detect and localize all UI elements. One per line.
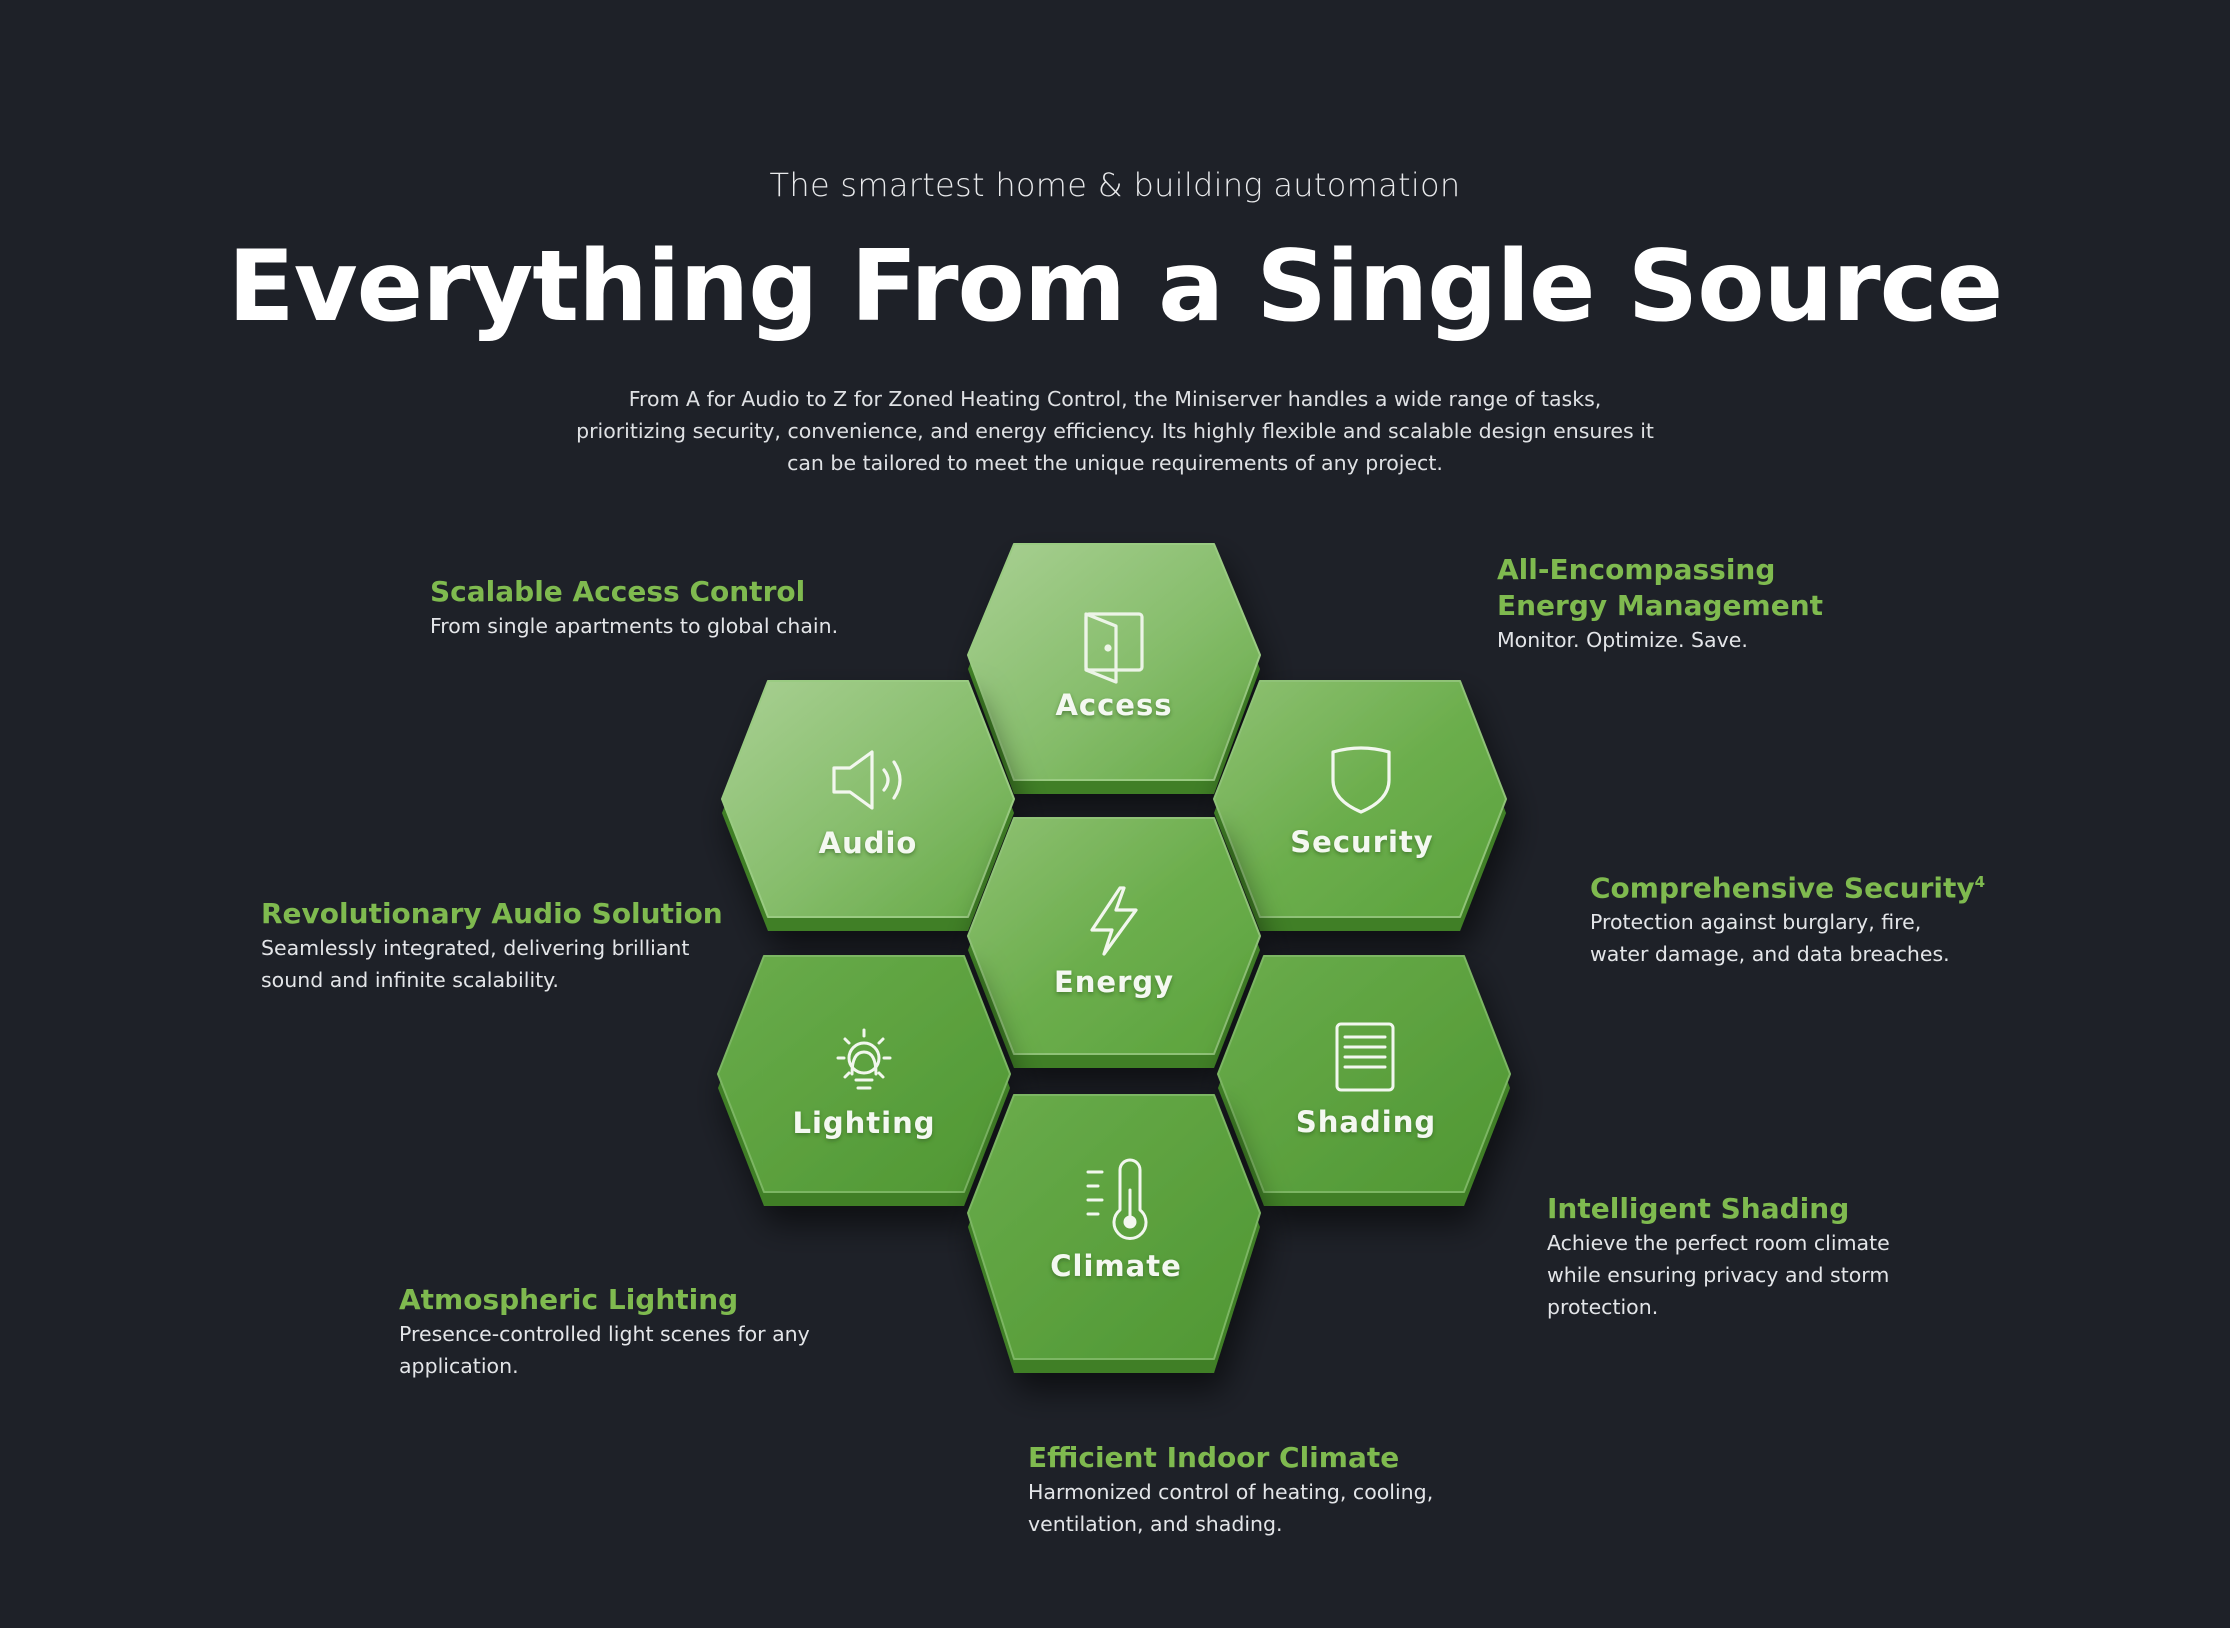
lightning-icon [1090, 886, 1138, 956]
feature-line: From single apartments to global chain. [430, 614, 839, 638]
intro-line: From A for Audio to Z for Zoned Heating … [628, 387, 1602, 411]
hex-tile-audio[interactable] [721, 680, 1015, 931]
feature-title: Efficient Indoor Climate [1028, 1441, 1400, 1474]
feature-line: protection. [1547, 1295, 1659, 1319]
hex-tile-security[interactable] [1213, 680, 1507, 931]
feature-title-line: Energy Management [1497, 589, 1824, 622]
hex-tile-access[interactable] [967, 543, 1261, 794]
feature-title: Comprehensive Security4 [1590, 864, 1985, 906]
feature-shading: Intelligent Shading Achieve the perfect … [1547, 1191, 1890, 1323]
hex-label-security: Security [1290, 825, 1433, 859]
feature-audio: Revolutionary Audio Solution Seamlessly … [261, 896, 723, 996]
feature-title-text: Comprehensive Security [1590, 871, 1975, 905]
hex-tile-energy[interactable] [967, 817, 1261, 1068]
hex-label-climate: Climate [1050, 1249, 1181, 1283]
page-title: Everything From a Single Source [227, 230, 2003, 344]
feature-line: Seamlessly integrated, delivering brilli… [261, 936, 690, 960]
hex-label-shading: Shading [1296, 1105, 1436, 1139]
shield-icon [1331, 746, 1391, 814]
page-subtitle: The smartest home & building automation [769, 166, 1461, 204]
hex-label-audio: Audio [819, 826, 918, 860]
intro-text: From A for Audio to Z for Zoned Heating … [515, 383, 1715, 479]
feature-description: Presence-controlled light scenes for any… [399, 1318, 810, 1382]
hex-label-energy: Energy [1054, 965, 1174, 999]
intro-line: prioritizing security, convenience, and … [576, 419, 1654, 443]
feature-title-line: All-Encompassing [1497, 553, 1776, 586]
footnote-marker: 4 [1974, 873, 1986, 891]
intro-line: can be tailored to meet the unique requi… [787, 451, 1443, 475]
hex-tile-climate[interactable] [967, 1094, 1261, 1373]
feature-line: sound and infinite scalability. [261, 968, 559, 992]
feature-line: Achieve the perfect room climate [1547, 1231, 1890, 1255]
speaker-icon [832, 750, 902, 810]
feature-line: Protection against burglary, fire, [1590, 910, 1922, 935]
hex-label-lighting: Lighting [792, 1106, 935, 1140]
feature-security: Comprehensive Security4 Protection again… [1590, 864, 1985, 970]
feature-access: Scalable Access Control From single apar… [430, 574, 838, 642]
feature-title: Intelligent Shading [1547, 1192, 1850, 1225]
blind-icon [1335, 1022, 1395, 1092]
feature-description: Protection against burglary, fire, water… [1590, 906, 1985, 970]
door-icon [1084, 612, 1144, 684]
feature-line: Harmonized control of heating, cooling, [1028, 1480, 1434, 1504]
feature-description: From single apartments to global chain. [430, 610, 838, 642]
feature-lighting: Atmospheric Lighting Presence-controlled… [399, 1282, 810, 1382]
feature-climate: Efficient Indoor Climate Harmonized cont… [1028, 1440, 1433, 1540]
lightbulb-icon [836, 1028, 892, 1090]
feature-line: while ensuring privacy and storm [1547, 1263, 1890, 1287]
feature-line: ventilation, and shading. [1028, 1512, 1283, 1536]
hex-tile-shading[interactable] [1217, 955, 1511, 1206]
feature-title: Atmospheric Lighting [399, 1283, 739, 1316]
feature-description: Achieve the perfect room climate while e… [1547, 1227, 1890, 1323]
hex-label-access: Access [1055, 688, 1172, 722]
thermometer-icon [1086, 1158, 1148, 1240]
feature-line: water damage, and data breaches. [1590, 942, 1950, 967]
feature-line: Presence-controlled light scenes for any [399, 1322, 810, 1346]
feature-title: Scalable Access Control [430, 575, 806, 608]
feature-line: application. [399, 1354, 519, 1378]
feature-title: All-Encompassing Energy Management [1497, 552, 1823, 624]
feature-energy: All-Encompassing Energy Management Monit… [1497, 552, 1823, 656]
feature-description: Monitor. Optimize. Save. [1497, 624, 1823, 656]
feature-description: Harmonized control of heating, cooling, … [1028, 1476, 1433, 1540]
feature-line: Monitor. Optimize. Save. [1497, 628, 1748, 652]
feature-description: Seamlessly integrated, delivering brilli… [261, 932, 723, 996]
feature-title: Revolutionary Audio Solution [261, 897, 723, 930]
